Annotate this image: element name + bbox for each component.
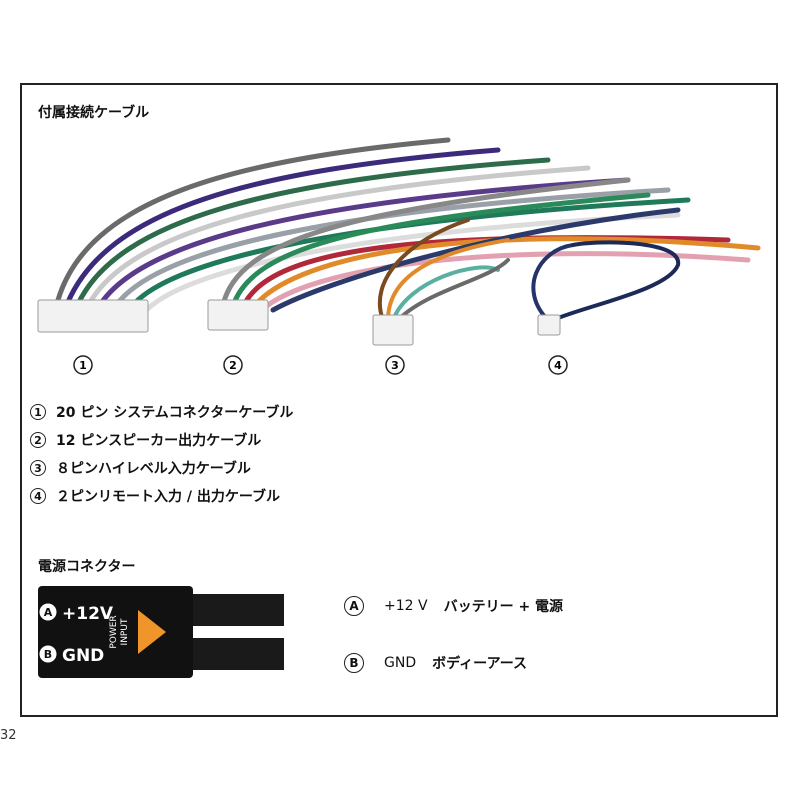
heading-power-connector: 電源コネクター [38,559,136,575]
power-connector-image: A +12V B GND POWER INPUT [38,586,284,678]
cable-description: 20 ピン システムコネクターケーブル [56,405,294,421]
heading-accessory-cables: 付属接続ケーブル [38,105,150,121]
cable-number: 4 [30,488,46,504]
photo-label-1-circle [73,355,93,375]
pin-b-letter: B [44,648,52,661]
cable-description: 12 ピンスピーカー出力ケーブル [56,433,262,449]
cable-item: 2 12 ピンスピーカー出力ケーブル [30,426,293,454]
pin-a-label: +12V [62,604,114,624]
cable-number: 2 [30,432,46,448]
power-input-arrow-icon [138,610,166,654]
photo-label-1: 1 [79,359,87,372]
cable-list: 1 20 ピン システムコネクターケーブル 2 12 ピンスピーカー出力ケーブル… [30,398,293,510]
content-frame [20,83,778,717]
cable-description: ２ピンリモート入力 / 出力ケーブル [56,489,281,505]
legend-letter: B [344,653,364,673]
legend-signal: GND [384,655,417,671]
power-legend-row: B GND ボディーアース [344,653,527,673]
cable-number: 3 [30,460,46,476]
legend-description: バッテリー + 電源 [443,599,564,615]
legend-signal: +12 V [384,598,428,614]
photo-label-3: 3 [391,359,399,372]
legend-description: ボディーアース [432,656,528,672]
pin-b-label: GND [62,646,104,666]
page-number: 32 [0,728,17,743]
cable-harness-photo: 1 2 3 4 [37,137,761,375]
cable-item: 3 ８ピンハイレベル入力ケーブル [30,454,293,482]
pin-a-letter: A [44,606,53,619]
cable-item: 1 20 ピン システムコネクターケーブル [30,398,293,426]
photo-label-4-circle [548,355,568,375]
input-side-text: INPUT [120,618,130,645]
cable-number: 1 [30,404,46,420]
photo-label-2: 2 [229,359,237,372]
photo-label-3-circle [385,355,405,375]
power-side-text: POWER [109,615,119,648]
cable-description: ８ピンハイレベル入力ケーブル [56,461,251,477]
power-legend-row: A +12 V バッテリー + 電源 [344,596,563,616]
photo-label-4: 4 [554,359,562,372]
photo-label-2-circle [223,355,243,375]
legend-letter: A [344,596,364,616]
cable-item: 4 ２ピンリモート入力 / 出力ケーブル [30,482,293,510]
